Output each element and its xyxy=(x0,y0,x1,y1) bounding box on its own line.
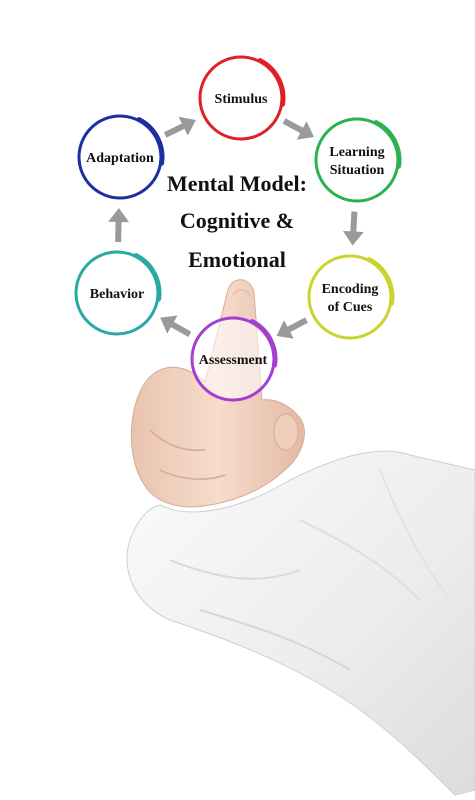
node-accent-arc xyxy=(257,58,286,107)
node-accent-arc xyxy=(366,257,395,306)
node-label: Encoding xyxy=(322,282,379,297)
node-behavior: Behavior xyxy=(74,250,162,336)
node-label: Behavior xyxy=(90,287,144,302)
node-accent-arc xyxy=(373,120,402,169)
flow-arrow xyxy=(282,118,314,140)
flow-arrow xyxy=(163,116,196,138)
diagram-title: Mental Model: Cognitive & Emotional xyxy=(167,171,307,272)
node-accent-arc xyxy=(133,253,162,302)
node-adaptation: Adaptation xyxy=(77,114,165,200)
flow-arrow xyxy=(160,315,192,337)
title-line-2: Cognitive & xyxy=(180,208,294,233)
node-label: of Cues xyxy=(328,300,373,315)
title-line-3: Emotional xyxy=(188,247,286,272)
flow-arrow xyxy=(108,208,129,243)
node-label: Stimulus xyxy=(215,92,268,107)
flow-arrow xyxy=(343,211,364,246)
node-label: Adaptation xyxy=(86,151,154,166)
flow-arrows xyxy=(108,116,364,339)
node-stimulus: Stimulus xyxy=(198,55,286,141)
node-label: Assessment xyxy=(199,353,268,368)
hand-illustration xyxy=(126,279,475,796)
node-accent-arc xyxy=(249,319,278,368)
title-line-1: Mental Model: xyxy=(167,171,307,196)
flow-arrow xyxy=(276,317,308,339)
node-encoding-of-cues: Encoding of Cues xyxy=(307,254,395,340)
node-assessment: Assessment xyxy=(190,316,278,402)
shirt-sleeve xyxy=(126,450,475,796)
node-label: Situation xyxy=(330,163,385,178)
node-label: Learning xyxy=(329,145,384,160)
node-accent-arc xyxy=(136,117,165,166)
